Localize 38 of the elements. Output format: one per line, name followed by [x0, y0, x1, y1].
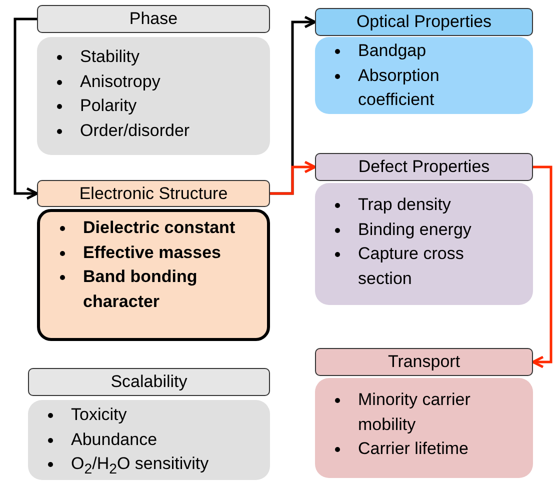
header-box	[28, 368, 270, 396]
list-item: Binding energy	[358, 218, 472, 240]
list-item: Carrier lifetime	[358, 438, 469, 460]
box-title: Transport	[388, 352, 460, 372]
arrow	[270, 160, 316, 195]
arrow	[532, 166, 552, 368]
header-box	[315, 348, 533, 376]
list-box	[315, 183, 533, 305]
header-box	[37, 5, 270, 33]
box-title: Defect Properties	[358, 157, 490, 177]
list-item: Effective masses	[83, 242, 221, 264]
arrow	[14, 18, 38, 200]
list-item: Anisotropy	[80, 70, 160, 92]
list-item: Bandgap	[358, 40, 426, 62]
box-title: Phase	[129, 9, 178, 29]
list-item: Capture cross section	[358, 243, 465, 290]
box-title: Optical Properties	[356, 12, 492, 32]
list-item: Dielectric constant	[83, 217, 236, 239]
list-item: Trap density	[358, 194, 451, 216]
header-box	[315, 153, 533, 181]
box-title: Electronic Structure	[79, 184, 228, 204]
list-item: Polarity	[80, 95, 137, 117]
header-box	[315, 8, 533, 36]
list-box	[315, 378, 533, 478]
box-title: Scalability	[110, 372, 188, 392]
list-item: O$_{2}$/H$_{2}$O sensitivity	[71, 453, 209, 480]
list-item: Band bonding character	[83, 266, 198, 312]
list-box	[37, 209, 270, 341]
header-box	[37, 180, 270, 207]
list-item: Absorption coefficient	[358, 64, 440, 111]
list-item: Minority carrier mobility	[358, 389, 472, 436]
list-box	[28, 400, 270, 480]
list-box	[315, 37, 533, 114]
list-item: Stability	[80, 46, 140, 68]
list-box	[37, 37, 270, 155]
list-item: Toxicity	[71, 404, 127, 426]
list-item: Abundance	[71, 428, 158, 450]
list-item: Order/disorder	[80, 120, 190, 142]
